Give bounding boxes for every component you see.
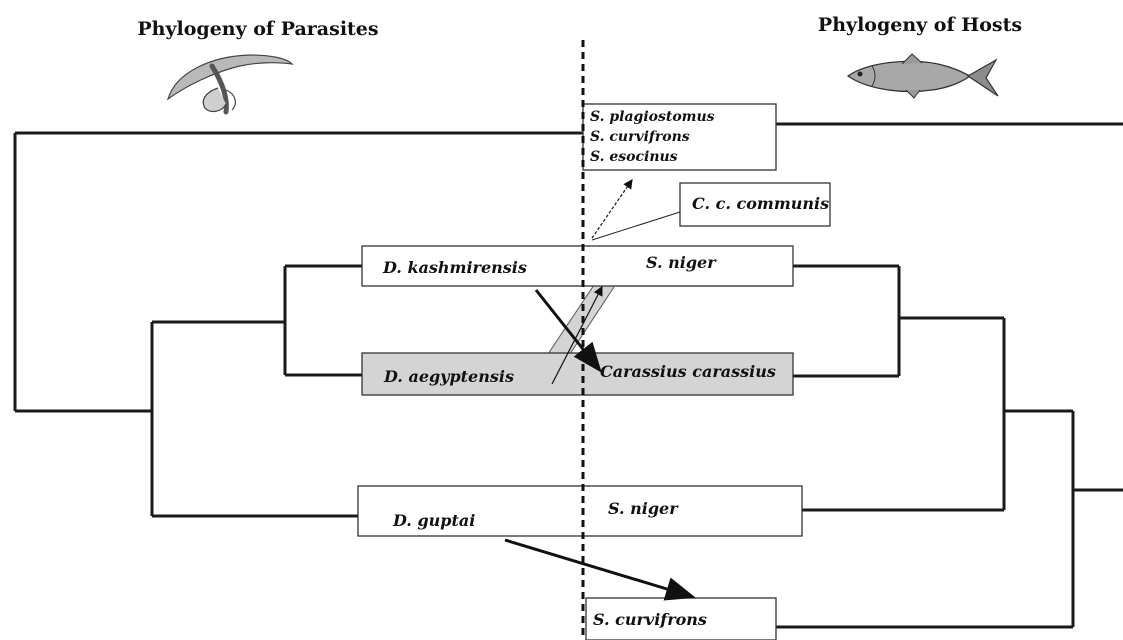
monogenean-parasite-icon	[166, 54, 294, 115]
d-kashmirensis-box	[361, 245, 794, 287]
s-curvifrons-label: S. curvifrons	[593, 610, 707, 629]
aegyptensis-to-niger-arrow	[551, 285, 603, 385]
d-aegyptensis-label: D. aegyptensis	[383, 367, 514, 386]
top-host-label-3: S. esocinus	[590, 149, 678, 165]
parasite-phylogeny-title: Phylogeny of Parasites	[137, 18, 378, 40]
top-host-label-2: S. curvifrons	[590, 129, 690, 145]
d-guptai-box	[357, 485, 803, 537]
s-curvifrons-box	[585, 597, 777, 640]
top-host-box	[582, 103, 777, 171]
parasite-tree	[13, 131, 583, 518]
guptai-to-curvifrons-arrow	[504, 538, 696, 601]
s-niger-label-1: S. niger	[646, 253, 717, 272]
s-niger-label-2: S. niger	[608, 499, 679, 518]
d-kashmirensis-label: D. kashmirensis	[382, 258, 527, 277]
cc-communis-box	[679, 182, 831, 227]
d-guptai-label: D. guptai	[392, 511, 475, 530]
cc-communis-label: C. c. communis	[692, 194, 829, 213]
top-host-label-1: S. plagiostomus	[590, 109, 715, 125]
host-phylogeny-title: Phylogeny of Hosts	[818, 14, 1022, 36]
host-tree	[776, 122, 1123, 629]
fish-host-icon	[846, 53, 999, 99]
carassius-carassius-label: Carassius carassius	[600, 362, 776, 381]
kashmirensis-to-carassius-arrow	[534, 289, 602, 373]
host-switch-highlight	[546, 282, 793, 357]
